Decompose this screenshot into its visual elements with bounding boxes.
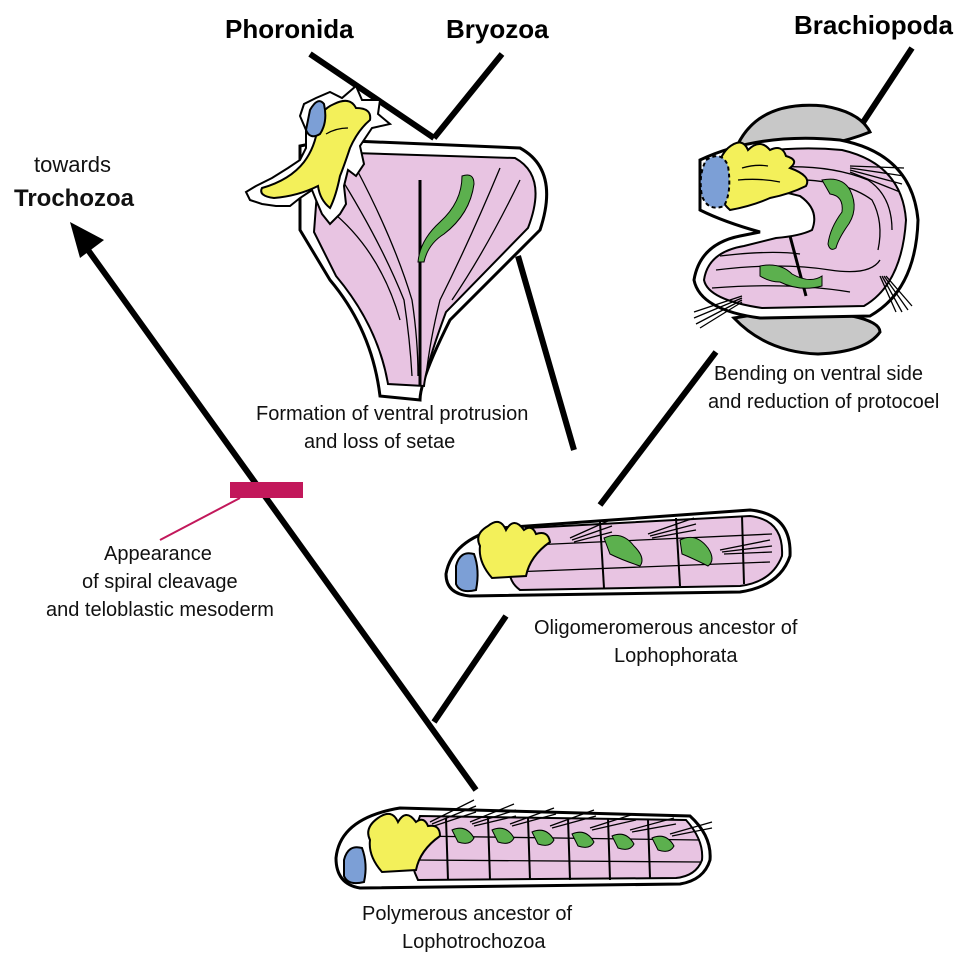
brachiopod-organism bbox=[694, 105, 918, 354]
caption-oligomerous-1: Oligomeromerous ancestor of bbox=[534, 617, 798, 639]
branch-brachiopoda bbox=[858, 48, 912, 130]
synapomorphy-pointer bbox=[160, 498, 240, 540]
caption-polymerous-2: Lophotrochozoa bbox=[402, 931, 546, 953]
branch-bryozoa bbox=[434, 54, 502, 138]
polymerous-organism bbox=[336, 800, 712, 888]
phoronid-organism bbox=[246, 86, 547, 400]
branch-to-lophophorata bbox=[434, 616, 506, 722]
caption-spiral-2: of spiral cleavage bbox=[82, 571, 238, 593]
caption-bending-2: and reduction of protocoel bbox=[708, 391, 939, 413]
synapomorphy-bar bbox=[230, 482, 303, 498]
caption-polymerous-1: Polymerous ancestor of bbox=[362, 903, 573, 925]
branch-to-brachiopoda-stem bbox=[600, 352, 716, 505]
brachiopod-protocoel bbox=[701, 156, 730, 207]
arrowhead-trochozoa bbox=[70, 222, 104, 258]
label-bryozoa: Bryozoa bbox=[446, 14, 549, 44]
polymerous-protocoel bbox=[344, 847, 366, 883]
label-towards: towards bbox=[34, 152, 111, 177]
caption-ventral-protrusion-2: and loss of setae bbox=[304, 431, 455, 453]
label-brachiopoda: Brachiopoda bbox=[794, 10, 953, 40]
caption-spiral-1: Appearance bbox=[104, 543, 212, 565]
oligomerous-protocoel bbox=[456, 553, 478, 591]
label-trochozoa: Trochozoa bbox=[14, 185, 135, 212]
caption-oligomerous-2: Lophophorata bbox=[614, 645, 738, 667]
oligomerous-organism bbox=[446, 510, 790, 596]
label-phoronida: Phoronida bbox=[225, 14, 354, 44]
caption-bending-1: Bending on ventral side bbox=[714, 363, 923, 385]
caption-spiral-3: and teloblastic mesoderm bbox=[46, 599, 274, 621]
caption-ventral-protrusion-1: Formation of ventral protrusion bbox=[256, 403, 528, 425]
